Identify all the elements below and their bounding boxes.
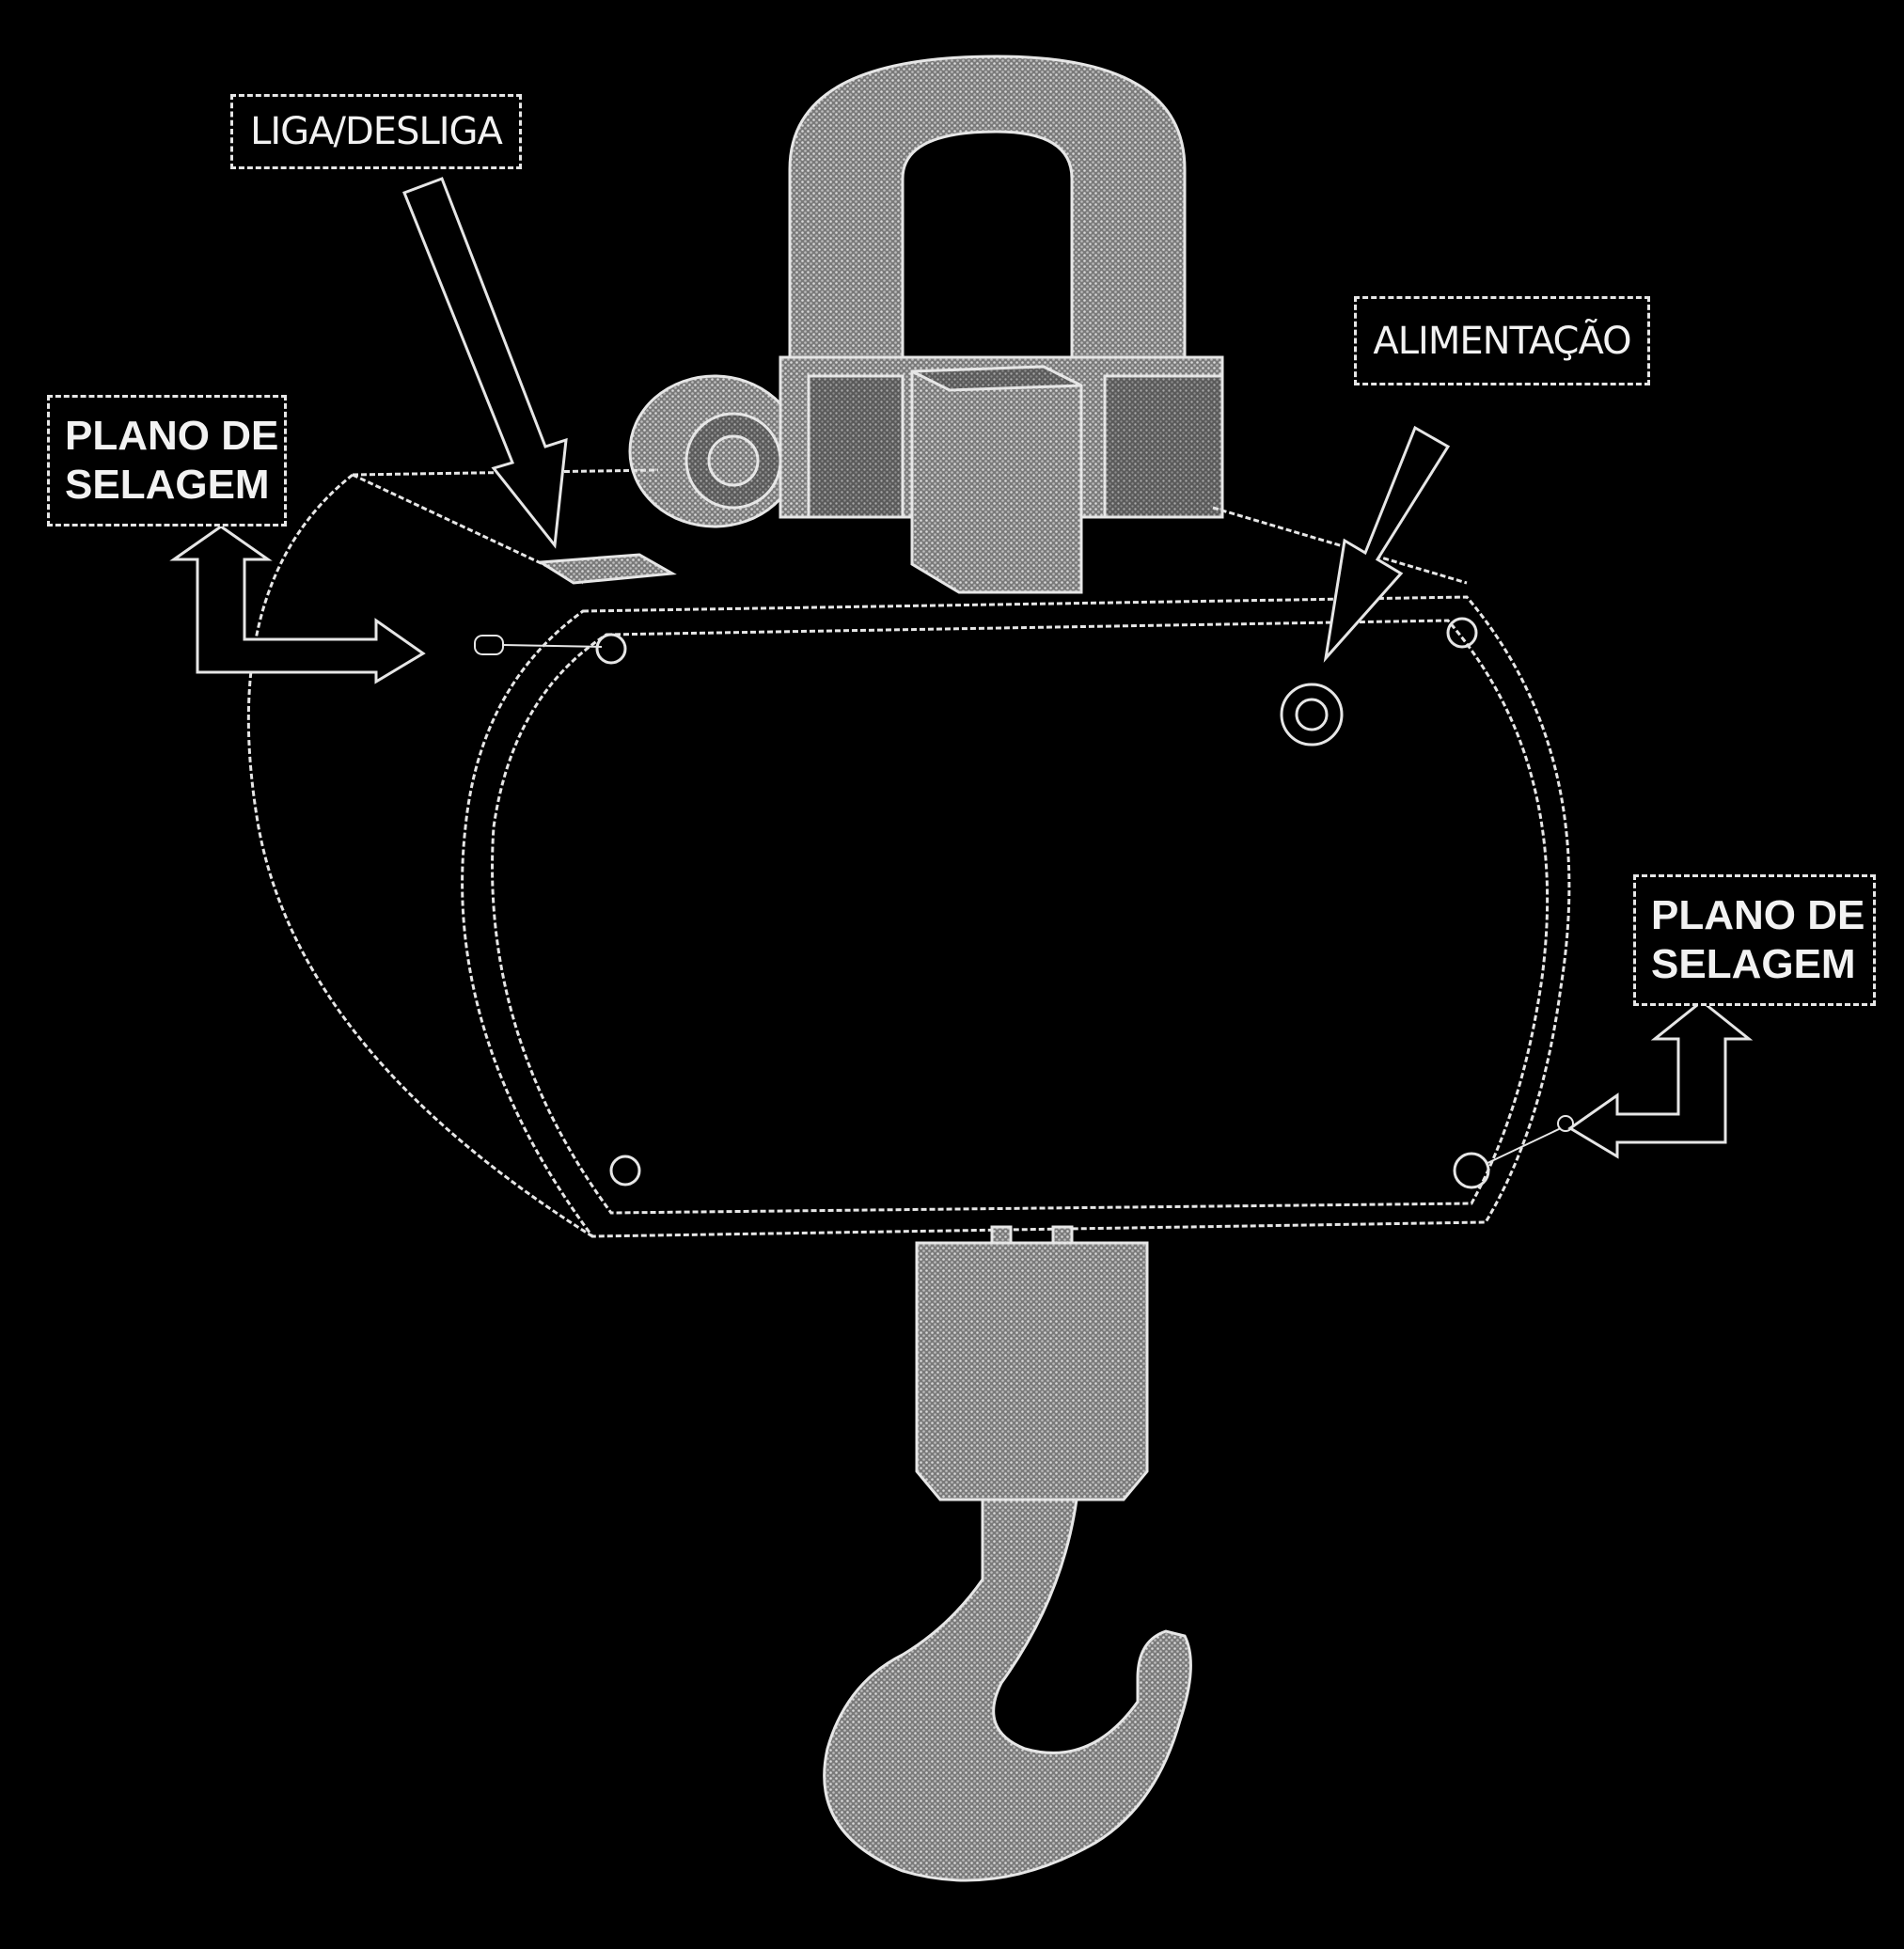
screw-bottom-left (609, 1155, 641, 1187)
power-supply-label: ALIMENTAÇÃO (1354, 296, 1650, 385)
screws (595, 617, 1490, 1189)
screw-top-left (595, 633, 627, 665)
power-switch-label: LIGA/DESLIGA (230, 94, 522, 169)
arrow-seal-right (1567, 999, 1754, 1159)
screw-top-right (1446, 617, 1478, 649)
power-switch-button (536, 553, 677, 585)
seal-left-line1: PLANO DE (65, 413, 279, 459)
shackle (788, 55, 1187, 397)
seal-wires (474, 635, 1574, 1165)
power-switch-label-text: LIGA/DESLIGA (250, 110, 503, 153)
arrow-power-supply (1323, 425, 1451, 663)
arrow-power-switch (402, 177, 568, 549)
seal-right-line1: PLANO DE (1651, 892, 1865, 938)
seal-right-label: PLANO DE SELAGEM (1633, 874, 1876, 1006)
hook-housing (915, 1225, 1149, 1501)
arrow-seal-left (169, 525, 426, 684)
hook (823, 1498, 1192, 1882)
seal-left-line2: SELAGEM (65, 462, 270, 508)
center-block (910, 365, 1083, 594)
seal-right-line2: SELAGEM (1651, 941, 1856, 987)
power-supply-label-text: ALIMENTAÇÃO (1373, 319, 1631, 363)
power-connector (1280, 683, 1344, 747)
screw-bottom-right (1453, 1152, 1490, 1189)
seal-left-label: PLANO DE SELAGEM (47, 395, 287, 527)
